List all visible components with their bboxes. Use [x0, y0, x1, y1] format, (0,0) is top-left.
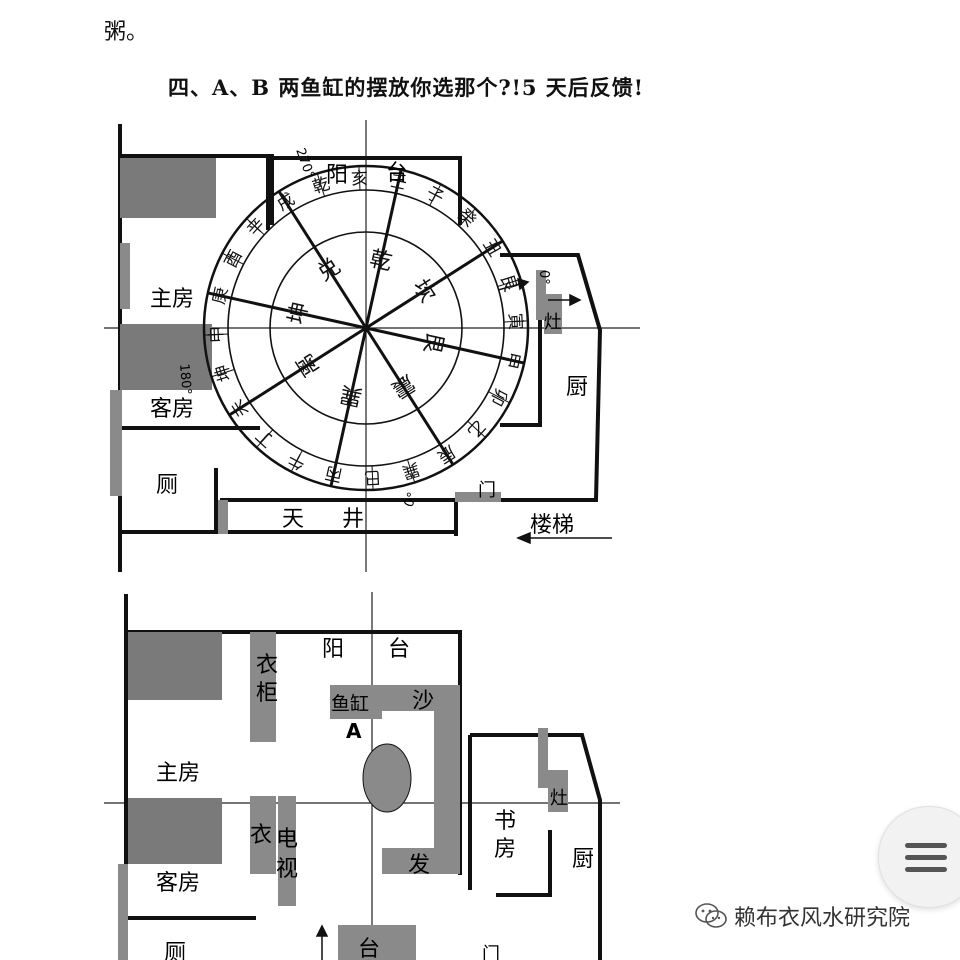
sector-line: [364, 327, 455, 466]
mountain-divider: [500, 357, 525, 364]
mountain-divider: [439, 444, 454, 465]
kitchen-b-label: 厨: [572, 847, 594, 872]
degree-0-label: 0°: [402, 490, 421, 509]
mountain-divider: [458, 208, 476, 227]
mountain-divider: [316, 173, 325, 197]
trigram-label: 坤: [285, 300, 314, 327]
mountain-divider: [278, 191, 293, 212]
mountain-divider: [358, 166, 361, 191]
mountain-label: 巽: [400, 458, 422, 482]
mountain-divider: [497, 278, 521, 287]
stove-b-label: 灶: [550, 788, 568, 809]
sofa-label-bottom: 发: [408, 853, 430, 878]
mountain-divider: [330, 462, 337, 487]
sector-line: [365, 326, 525, 365]
balcony-label-1: 阳: [326, 163, 348, 188]
trigram-label: 乾: [367, 247, 394, 276]
mountain-divider: [222, 252, 244, 265]
sector-line: [228, 326, 367, 417]
trigram-label: 离: [292, 349, 325, 381]
living-room-label: 客房: [150, 397, 194, 422]
toilet-b-label: 厕: [164, 941, 186, 960]
wardrobe-label-2: 柜: [256, 681, 278, 706]
master-room-b-label: 主房: [156, 761, 200, 786]
mountain-divider: [467, 420, 486, 438]
mountain-divider: [290, 450, 303, 472]
sofa-label-top: 沙: [412, 689, 434, 714]
degree-180-label: 180°: [176, 363, 194, 396]
living-room-b-label: 客房: [156, 871, 200, 896]
mountain-divider: [482, 240, 503, 255]
sector-line: [364, 169, 403, 329]
tv-label-2: 视: [276, 857, 298, 882]
luopan-compass: 乾坎艮震巽离坤兑 亥壬子癸丑艮寅甲卯乙辰巽巳丙午丁未坤申庚酉辛戌乾: [202, 164, 530, 492]
trigram-label: 巽: [338, 380, 365, 409]
mountain-divider: [488, 391, 510, 404]
sector-line: [277, 190, 368, 329]
page-heading: 四、A、B 两鱼缸的摆放你选那个?!5 天后反馈!: [168, 75, 645, 100]
mountain-divider: [503, 320, 528, 323]
mountain-label: 庚: [209, 285, 232, 306]
sector-line: [207, 291, 367, 330]
watermark-text: 赖布衣风水研究院: [734, 906, 911, 931]
floor-plan-b: 阳 台 衣 柜 主房 客房 衣 电 视 鱼缸 A 沙 发 书 房 厨 灶 厕 台…: [104, 592, 620, 960]
fishtank-label: 鱼缸: [331, 693, 369, 715]
mountain-label: 寅: [504, 313, 525, 331]
watermark: 赖布衣风水研究院: [694, 900, 910, 932]
toilet-label: 厕: [156, 473, 178, 498]
mountain-label: 亥: [351, 169, 369, 190]
study-label-1: 书: [494, 809, 516, 834]
floor-plan-a: 乾坎艮震巽离坤兑 亥壬子癸丑艮寅甲卯乙辰巽巳丙午丁未坤申庚酉辛戌乾 270° 1…: [104, 120, 640, 572]
mountain-divider: [395, 169, 402, 194]
tv-label-1: 电: [276, 827, 298, 852]
side-menu-tab[interactable]: [878, 806, 960, 908]
mountain-divider: [211, 369, 235, 378]
mountain-divider: [407, 459, 416, 483]
mountain-divider: [256, 429, 274, 448]
trigram-label: 兑: [313, 254, 345, 287]
fishtank-a-label: A: [346, 719, 362, 743]
door-label: 门: [478, 480, 496, 501]
mountain-divider: [429, 184, 442, 206]
menu-line-icon: [905, 843, 947, 848]
mountain-divider: [246, 218, 265, 236]
kitchen-label: 厨: [566, 375, 588, 400]
wardrobe-label-1: 衣: [256, 653, 278, 678]
table-label: 台: [358, 937, 380, 960]
courtyard-label-2: 井: [342, 507, 364, 532]
stove-label: 灶: [544, 312, 562, 333]
wardrobe-b-label: 衣: [250, 823, 272, 848]
mountain-label: 乾: [310, 174, 332, 198]
mountain-divider: [204, 333, 229, 336]
mountain-label: 坤: [212, 362, 236, 384]
balcony-label-2: 台: [386, 161, 408, 186]
study-label-2: 房: [494, 837, 516, 862]
mountain-divider: [371, 465, 374, 490]
master-room-label: 主房: [150, 287, 194, 312]
sector-line: [365, 239, 504, 330]
mountain-label: 甲: [500, 350, 523, 371]
page-fragment-text: 粥。: [104, 20, 149, 45]
mountain-label: 巳: [364, 466, 382, 487]
stairs-label: 楼梯: [530, 513, 574, 538]
balcony-b-label-2: 台: [388, 637, 410, 662]
mountain-label: 申: [207, 326, 228, 344]
balcony-b-label-1: 阳: [322, 637, 344, 662]
wechat-icon: [695, 903, 727, 928]
menu-line-icon: [905, 867, 947, 872]
degree-270-label: 270°: [292, 146, 317, 181]
trigram-label: 艮: [418, 329, 447, 356]
courtyard-label-1: 天: [282, 507, 304, 532]
mountain-divider: [229, 401, 250, 416]
mountain-label: 壬: [388, 171, 409, 194]
degree-90-label: 0°: [536, 270, 551, 285]
menu-line-icon: [905, 855, 947, 860]
trigram-label: 震: [387, 369, 419, 402]
mountain-label: 丙: [323, 462, 344, 485]
door-b-label: 门: [482, 944, 500, 960]
mountain-divider: [207, 292, 232, 299]
sector-line: [329, 327, 368, 487]
trigram-label: 坎: [407, 275, 440, 307]
